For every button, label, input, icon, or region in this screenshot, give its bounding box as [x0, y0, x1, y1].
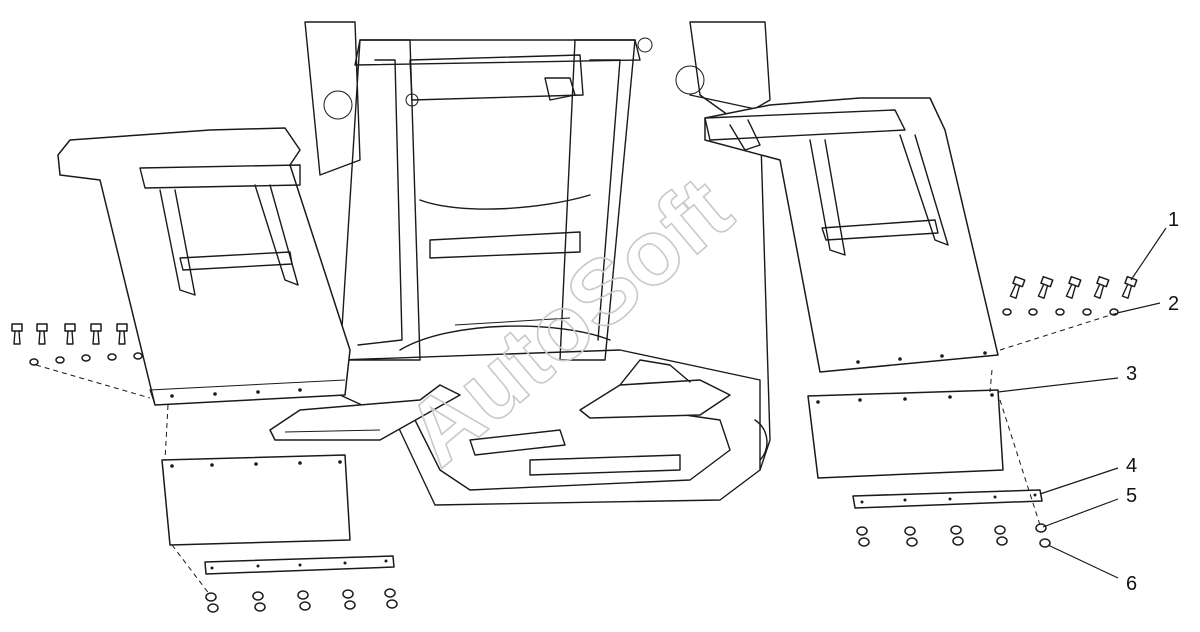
- right-fender: [704, 97, 999, 373]
- left-foot-plate: [269, 384, 461, 441]
- callout-6: 6: [1126, 573, 1137, 595]
- right-bolt-set: [1002, 275, 1138, 316]
- watermark: AutoSoft: [387, 158, 750, 486]
- right-mud-flap: [807, 389, 1004, 479]
- left-nut-set: [205, 588, 398, 613]
- left-retaining-strip: [204, 555, 395, 575]
- right-nut-set: [856, 523, 1051, 548]
- left-bolt-set: [11, 323, 143, 366]
- callout-3: 3: [1126, 363, 1137, 385]
- right-retaining-strip: [852, 489, 1043, 509]
- callout-1: 1: [1168, 209, 1179, 231]
- callout-4: 4: [1126, 455, 1137, 477]
- callout-leaders: [997, 227, 1167, 579]
- left-fender: [57, 127, 351, 406]
- callout-5: 5: [1126, 485, 1137, 507]
- callout-2: 2: [1168, 293, 1179, 315]
- right-foot-plate: [579, 359, 731, 419]
- center-frame: [304, 21, 771, 506]
- assembly-lines: [35, 311, 1121, 596]
- left-mud-flap: [161, 454, 351, 546]
